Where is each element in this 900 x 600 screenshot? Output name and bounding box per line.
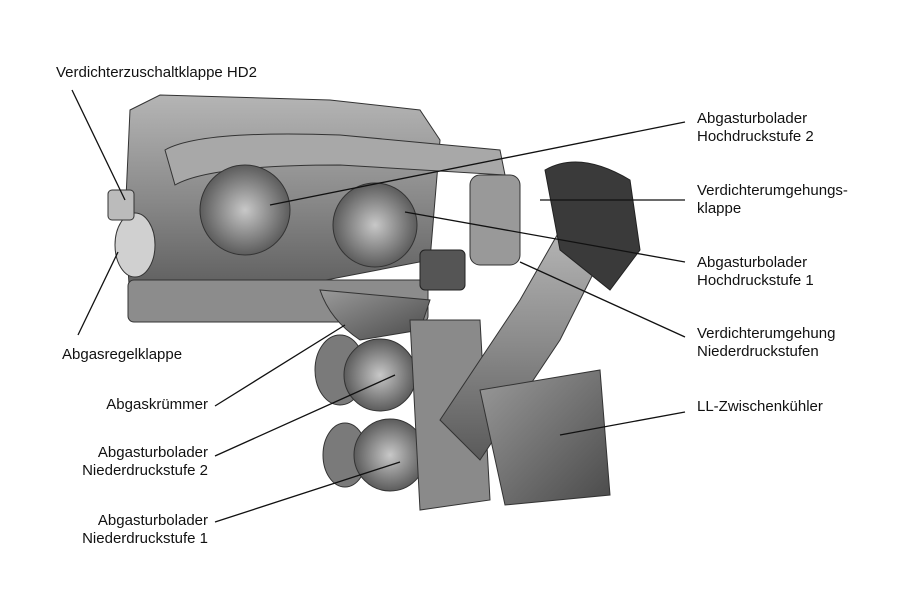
label-verdichterumgehung-niederdruckstufen: Verdichterumgehung Niederdruckstufen [697,325,835,361]
label-verdichterumgehungsklappe: Verdichterumgehungs- klappe [697,182,848,218]
label-hochdruckstufe-1: Abgasturbolader Hochdruckstufe 1 [697,254,814,290]
label-line: Niederdruckstufe 2 [82,462,208,479]
label-abgaskruemmer: Abgaskrümmer [106,396,208,413]
label-line: Verdichterumgehungs- [697,182,848,199]
label-niederdruckstufe-1: Abgasturbolader Niederdruckstufe 1 [82,512,208,548]
label-line: Abgasturbolader [97,512,208,529]
label-line: Hochdruckstufe 1 [697,272,814,289]
label-line: Abgasturbolader [97,444,208,461]
label-niederdruckstufe-2: Abgasturbolader Niederdruckstufe 2 [82,444,208,480]
label-line: Hochdruckstufe 2 [697,128,814,145]
label-verdichterzuschaltklappe-hd2: Verdichterzuschaltklappe HD2 [56,64,257,81]
label-line: Abgasturbolader [697,254,808,271]
label-ll-zwischenkuehler: LL-Zwischenkühler [697,398,823,415]
label-line: Verdichterumgehung [697,325,836,342]
label-abgasregelklappe: Abgasregelklappe [62,346,183,363]
leader-lines [71,89,686,523]
label-line: Niederdruckstufen [697,343,819,360]
engine-body [107,94,641,511]
label-line: klappe [697,200,742,217]
label-line: Niederdruckstufe 1 [82,530,208,547]
label-hochdruckstufe-2: Abgasturbolader Hochdruckstufe 2 [697,110,814,146]
label-line: Abgasturbolader [697,110,808,127]
